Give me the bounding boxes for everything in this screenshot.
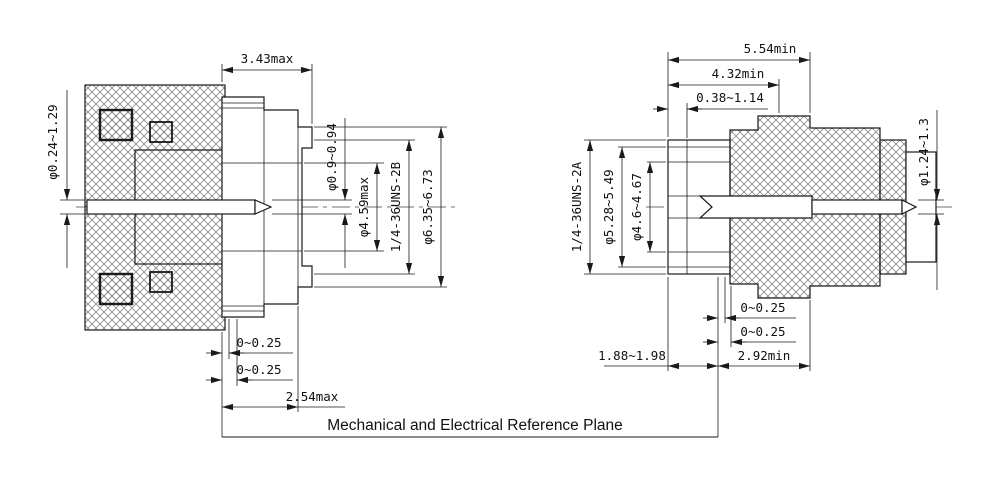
dim-right-pin-dia: φ1.24~1.3 (916, 110, 944, 290)
left-seal-bottom (98, 272, 134, 306)
right-socket-contact (698, 195, 813, 219)
dim-label-left-interface-dia: φ6.35~6.73 (420, 169, 435, 244)
left-connector-view: 3.43max φ0.24~1.29 φ0.9~0.94 φ4.59max (45, 51, 460, 412)
dim-left-pin-rear-dia: φ0.24~1.29 (45, 90, 85, 268)
dim-label-right-overall: 5.54min (744, 41, 797, 56)
dim-right-front-step: 0.38~1.14 (653, 90, 768, 138)
right-connector-view: 5.54min 4.32min 0.38~1.14 φ1.24~1.3 1/4-… (569, 41, 952, 371)
left-seal-top (98, 108, 134, 142)
dim-right-gap-a: 0~0.25 (703, 277, 796, 323)
dim-left-interface-dia: φ6.35~6.73 (314, 126, 447, 288)
dim-right-thread: 1/4-36UNS-2A (569, 139, 666, 275)
left-ring-bottom (149, 271, 173, 293)
dim-label-left-bore-dia: φ4.59max (356, 176, 371, 237)
left-pin-tip (254, 199, 273, 215)
dim-right-gap-b: 0~0.25 (703, 286, 796, 347)
right-interface-details (668, 140, 730, 274)
dim-label-right-socket-depth: 1.88~1.98 (598, 348, 666, 363)
dim-label-left-gap-a: 0~0.25 (236, 335, 281, 350)
dim-left-depth: 2.54max (222, 306, 345, 412)
reference-plane: Mechanical and Electrical Reference Plan… (221, 277, 719, 438)
dim-left-gap-b: 0~0.25 (206, 319, 293, 386)
dim-label-right-rear-length: 2.92min (738, 348, 791, 363)
dim-label-right-front-step: 0.38~1.14 (696, 90, 764, 105)
right-pin-tip (901, 199, 918, 215)
dim-label-right-bore-dia: φ4.6~4.67 (629, 173, 644, 241)
dim-right-body-length: 4.32min (668, 66, 780, 113)
dim-left-gap-a: 0~0.25 (206, 319, 293, 359)
left-center-pin (86, 199, 256, 215)
dim-label-left-overall: 3.43max (241, 51, 294, 66)
left-ring-top (149, 121, 173, 143)
dim-label-right-gap-a: 0~0.25 (740, 300, 785, 315)
left-coupling-details (222, 97, 302, 317)
dim-label-left-thread: 1/4-36UNS-2B (388, 162, 403, 252)
dim-label-right-thread: 1/4-36UNS-2A (569, 161, 584, 252)
dim-left-bore-dia: φ4.59max (304, 162, 384, 252)
dim-right-rear-length: 2.92min (718, 300, 811, 371)
dim-label-left-gap-b: 0~0.25 (236, 362, 281, 377)
dim-right-bore-dia: φ4.6~4.67 (629, 161, 666, 253)
reference-plane-title: Mechanical and Electrical Reference Plan… (327, 417, 623, 434)
dim-label-pin-rear-dia: φ0.24~1.29 (45, 104, 60, 179)
dim-right-overall-length: 5.54min (667, 41, 811, 137)
dim-right-socket-depth: 1.88~1.98 (598, 277, 718, 371)
right-center-pin (811, 199, 903, 215)
dim-label-right-pin-dia: φ1.24~1.3 (916, 118, 931, 186)
dim-left-overall-length: 3.43max (221, 51, 313, 124)
dim-left-thread: 1/4-36UNS-2B (314, 139, 415, 275)
dim-right-thread-dia: φ5.28~5.49 (601, 146, 666, 268)
dim-label-pin-tip-dia: φ0.9~0.94 (324, 123, 339, 191)
dim-label-right-gap-b: 0~0.25 (740, 324, 785, 339)
dim-label-right-thread-dia: φ5.28~5.49 (601, 169, 616, 244)
dim-label-left-depth: 2.54max (286, 389, 339, 404)
dim-label-right-body-length: 4.32min (712, 66, 765, 81)
